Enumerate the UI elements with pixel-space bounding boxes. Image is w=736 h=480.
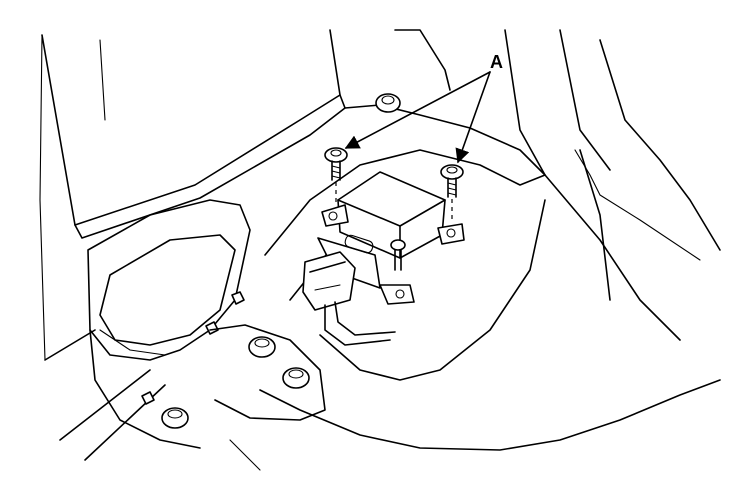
floor-bracket: [209, 324, 326, 421]
sensor-stud: [390, 239, 406, 271]
console-rear-housing: [344, 29, 721, 301]
rear-bolt: [375, 93, 401, 113]
right-mounting-bolt: [440, 164, 464, 222]
floor-bolt: [282, 367, 310, 389]
sensor-connector: [302, 251, 396, 346]
callout-arrow-right: [455, 71, 491, 164]
floor-tunnel: [229, 149, 721, 471]
callout-a: A: [344, 52, 503, 164]
seat-side-panel: [39, 29, 346, 361]
callout-arrow-left: [344, 71, 491, 149]
left-mounting-bolt: [324, 147, 348, 205]
floor-bolt: [161, 407, 189, 429]
floor-bolt: [248, 336, 276, 358]
ribs: [141, 291, 245, 405]
parking-brake-cover: [44, 199, 251, 461]
callout-label: A: [490, 52, 503, 72]
